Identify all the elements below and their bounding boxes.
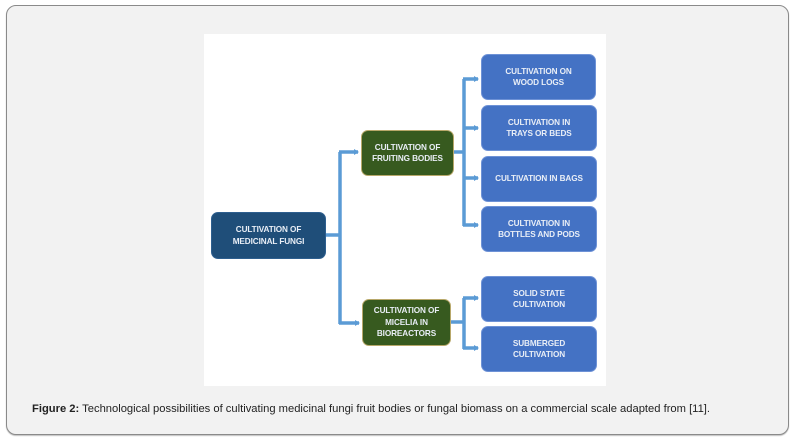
node-bags: CULTIVATION IN BAGS <box>481 156 597 202</box>
caption-text: Technological possibilities of cultivati… <box>79 403 711 415</box>
node-wood-logs: CULTIVATION ON WOOD LOGS <box>481 54 596 100</box>
node-submerged: SUBMERGED CULTIVATION <box>481 326 597 372</box>
node-micelia-bioreactors: CULTIVATION OF MICELIA IN BIOREACTORS <box>362 299 451 346</box>
node-fruiting-bodies: CULTIVATION OF FRUITING BODIES <box>361 130 454 176</box>
node-trays-or-beds: CULTIVATION IN TRAYS OR BEDS <box>481 105 597 151</box>
figure-caption: Figure 2: Technological possibilities of… <box>32 403 710 415</box>
node-solid-state: SOLID STATE CULTIVATION <box>481 276 597 322</box>
node-medicinal-fungi: CULTIVATION OF MEDICINAL FUNGI <box>211 212 326 259</box>
connectors <box>325 76 479 351</box>
figure-image: CULTIVATION OF MEDICINAL FUNGI CULTIVATI… <box>204 34 606 386</box>
node-bottles-and-pods: CULTIVATION IN BOTTLES AND PODS <box>481 206 597 252</box>
figure-panel: CULTIVATION OF MEDICINAL FUNGI CULTIVATI… <box>6 5 789 435</box>
caption-label: Figure 2: <box>32 403 80 415</box>
